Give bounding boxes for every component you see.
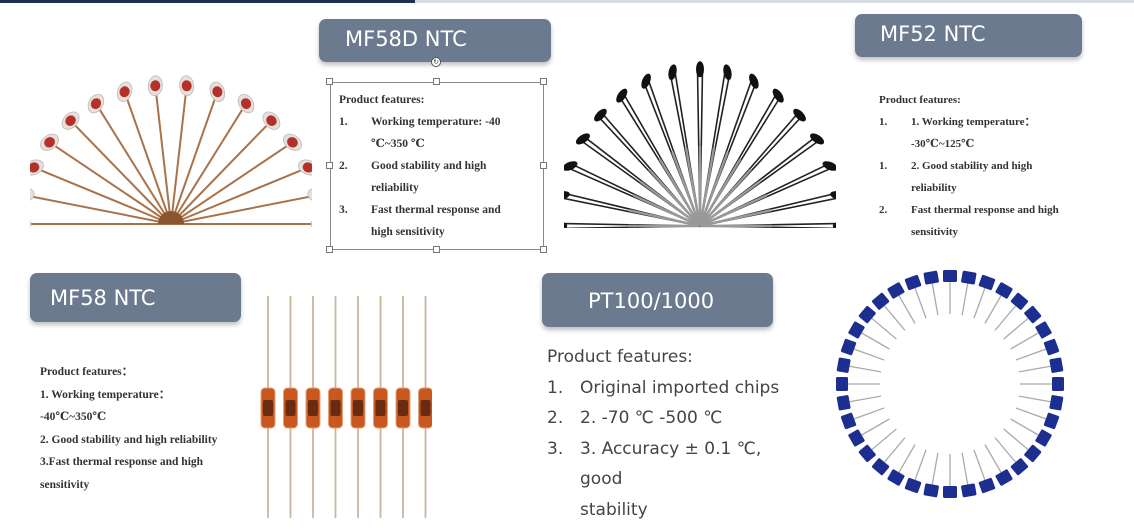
rotate-handle-icon[interactable]: ↻ bbox=[431, 57, 441, 67]
top-accent-bar bbox=[0, 0, 415, 3]
mf52-features: Product features: 1. 1. Working temperat… bbox=[879, 89, 1119, 243]
mf58-feature-line-2: -40℃~350℃ bbox=[40, 411, 107, 424]
mf52-feature-1: 1. 1. Working temperature：-30℃~125℃ bbox=[879, 116, 1036, 150]
mf58d-title: MF58D NTC bbox=[319, 19, 551, 62]
mf58-features: Product features： 1. Working temperature… bbox=[40, 361, 255, 497]
resize-handle-tl[interactable] bbox=[326, 78, 333, 85]
pt100-feature-2: 2. 2. -70 ℃ -500 ℃ bbox=[547, 408, 723, 428]
resize-handle-ml[interactable] bbox=[326, 162, 333, 169]
top-divider-bar bbox=[415, 0, 1134, 3]
glass-bead-thermistor-fan-image bbox=[30, 75, 312, 228]
mf52-title: MF52 NTC bbox=[855, 14, 1082, 57]
mf58-feature-line-5: sensitivity bbox=[40, 478, 90, 491]
black-epoxy-thermistor-fan-image bbox=[564, 61, 836, 228]
mf58-title: MF58 NTC bbox=[30, 273, 241, 322]
mf58-features-heading: Product features： bbox=[40, 366, 134, 378]
resize-handle-tr[interactable] bbox=[540, 78, 547, 85]
pt100-title: PT100/1000 bbox=[542, 273, 773, 327]
resize-handle-bm[interactable] bbox=[433, 246, 440, 253]
mf58-feature-line-4: 3.Fast thermal response and high bbox=[40, 456, 204, 469]
resize-handle-br[interactable] bbox=[540, 246, 547, 253]
axial-glass-thermistor-row-image bbox=[260, 296, 432, 518]
mf58-feature-line-3: 2. Good stability and high reliability bbox=[40, 433, 218, 446]
mf58d-features-heading: Product features: bbox=[339, 94, 425, 106]
pt100-features: Product features: 1. Original imported c… bbox=[547, 342, 807, 525]
mf58-feature-line-1: 1. Working temperature： bbox=[40, 388, 171, 401]
pt100-features-heading: Product features: bbox=[547, 347, 693, 367]
resize-handle-mr[interactable] bbox=[540, 162, 547, 169]
mf58d-features: Product features: 1. Working temperature… bbox=[339, 89, 539, 243]
mf52-features-heading: Product features: bbox=[879, 94, 961, 106]
mf58d-feature-1: 1. Working temperature: -40℃~350 ℃ bbox=[339, 116, 501, 150]
pt100-feature-1: 1. Original imported chips bbox=[547, 377, 780, 398]
blue-sensor-ring-image bbox=[836, 270, 1064, 498]
resize-handle-tm[interactable] bbox=[433, 78, 440, 85]
resize-handle-bl[interactable] bbox=[326, 246, 333, 253]
